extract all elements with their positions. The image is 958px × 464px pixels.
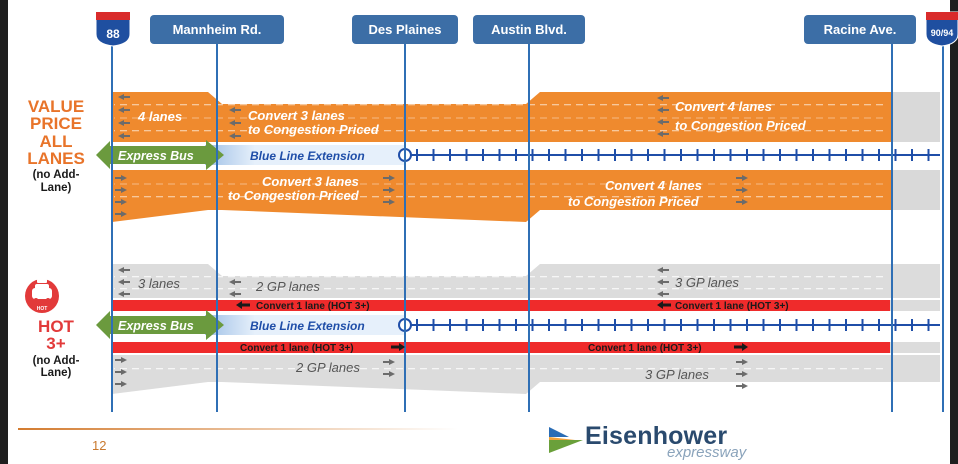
slide-number: 12 [92, 438, 107, 453]
logo-main-text: Eisenhower [585, 422, 728, 450]
shield-88-label: 88 [106, 27, 120, 41]
slide-frame-right [950, 0, 958, 464]
section2-title: HOT 3+ (no Add- Lane) [14, 318, 98, 380]
s2-mid-top-label: 2 GP lanes [255, 279, 320, 294]
interstate-90-94-shield: 90/94 [925, 11, 958, 47]
section1-title: VALUE PRICE ALL LANES (no Add- Lane) [14, 98, 98, 195]
s2-east-bot-label: 3 GP lanes [645, 367, 709, 382]
slide-frame-left [0, 0, 8, 464]
shield-90-94-label: 90/94 [931, 28, 954, 38]
marker-austin: Austin Blvd. [473, 15, 585, 44]
interstate-88-shield: 88 [95, 11, 131, 47]
s2-east-top-label: 3 GP lanes [675, 275, 739, 290]
s1-mid-bot-line2: to Congestion Priced [228, 188, 360, 203]
section-value-price [96, 92, 940, 222]
s1-title-all: ALL [39, 131, 73, 151]
s1-east-bot-line2: to Congestion Priced [568, 194, 700, 209]
marker-racine: Racine Ave. [804, 15, 916, 44]
s1-east-bot-line1: Convert 4 lanes [605, 178, 702, 193]
s1-title-price: PRICE [30, 114, 82, 134]
s2-hot-mid-bot: Convert 1 lane (HOT 3+) [240, 343, 354, 354]
s1-mid-top-line1: Convert 3 lanes [248, 108, 345, 123]
eisenhower-logo: Eisenhower expressway [549, 420, 746, 461]
hot-arrows [236, 301, 748, 351]
marker-des-plaines: Des Plaines [352, 15, 458, 44]
s1-title-value: VALUE [27, 97, 85, 116]
marker-austin-label: Austin Blvd. [491, 22, 567, 37]
s1-east-top-line1: Convert 4 lanes [675, 99, 772, 114]
logo-sub-text: expressway [667, 444, 747, 461]
s1-mid-top-line2: to Congestion Priced [248, 122, 380, 137]
s2-west-top-label: 3 lanes [138, 276, 180, 291]
s2-title-3plus: 3+ [46, 334, 66, 354]
s2-hot-east-top: Convert 1 lane (HOT 3+) [675, 301, 789, 312]
s2-mid-bot-label: 2 GP lanes [295, 360, 360, 375]
hot-car-icon: HOT [25, 279, 59, 313]
marker-lines [111, 40, 944, 412]
s2-sub-2: Lane) [40, 367, 72, 380]
hot-badge-text: HOT [37, 306, 48, 312]
logo-road-icon [549, 427, 583, 453]
s1-west-top-label: 4 lanes [137, 109, 182, 124]
s2-express-bus-label: Express Bus [118, 319, 194, 333]
marker-racine-label: Racine Ave. [824, 22, 897, 37]
lane-arrows [115, 94, 748, 389]
section-hot [96, 264, 940, 394]
marker-mannheim-label: Mannheim Rd. [173, 22, 262, 37]
s1-east-top-line2: to Congestion Priced [675, 118, 807, 133]
marker-des-plaines-label: Des Plaines [369, 22, 442, 37]
s1-blue-line-label: Blue Line Extension [250, 149, 365, 163]
s1-sub-2: Lane) [40, 182, 72, 195]
s1-title-lanes: LANES [27, 148, 85, 168]
s2-sub-1: (no Add- [32, 354, 80, 367]
s1-sub-1: (no Add- [32, 169, 80, 182]
s1-mid-bot-line1: Convert 3 lanes [262, 174, 359, 189]
s2-hot-mid-top: Convert 1 lane (HOT 3+) [256, 301, 370, 312]
marker-mannheim: Mannheim Rd. [150, 15, 284, 44]
s1-express-bus-label: Express Bus [118, 149, 194, 163]
s2-blue-line-label: Blue Line Extension [250, 319, 365, 333]
s2-hot-east-bot: Convert 1 lane (HOT 3+) [588, 343, 702, 354]
s2-title-hot: HOT [38, 317, 74, 336]
footer-rule [18, 428, 458, 430]
